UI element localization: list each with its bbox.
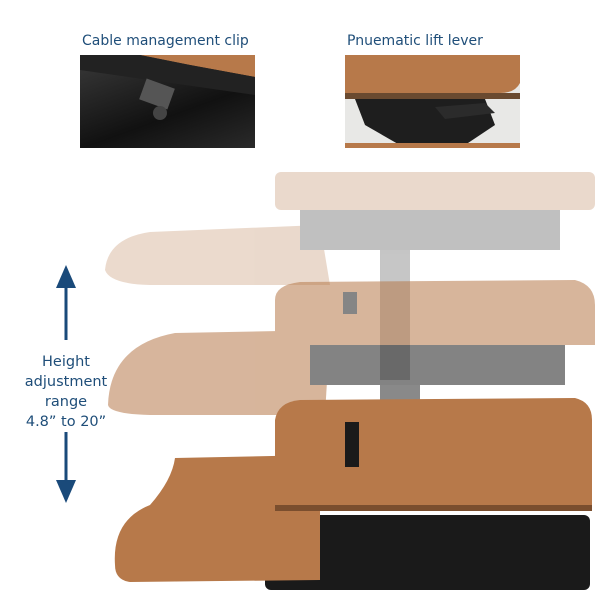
height-arrow-down-icon <box>56 432 76 503</box>
range-line-2: range <box>44 394 88 410</box>
desk-position-low <box>114 398 592 590</box>
lift-lever-photo <box>345 55 520 148</box>
height-range-label: Height adjustment range 4.8” to 20” <box>0 352 132 432</box>
callout-lift-lever-label: Pnuematic lift lever <box>347 33 483 49</box>
range-line-3: 4.8” to 20” <box>25 414 107 430</box>
desk-position-high <box>105 172 595 380</box>
range-line-1: Height adjustment <box>24 354 108 390</box>
cable-clip-photo <box>80 55 255 148</box>
height-arrow-up-icon <box>56 265 76 340</box>
callout-cable-clip-label: Cable management clip <box>82 33 249 49</box>
